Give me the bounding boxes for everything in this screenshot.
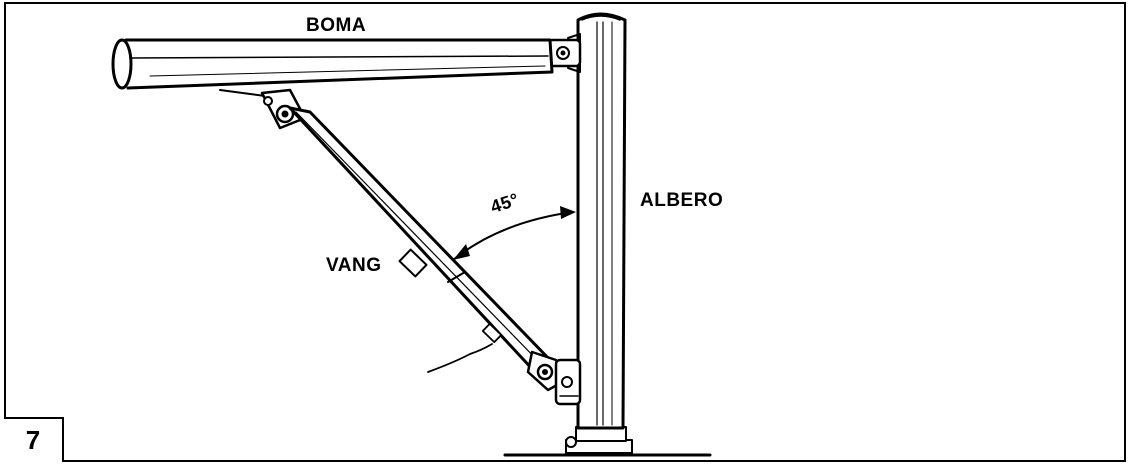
vang-body: [288, 106, 554, 374]
deck-base: [503, 426, 712, 457]
mast: [576, 12, 627, 430]
vang-lower-fitting: [526, 350, 582, 406]
mast-label: ALBERO: [640, 190, 724, 211]
gooseneck: [546, 33, 582, 73]
vang-label: VANG: [326, 255, 382, 276]
vang-upper-fitting: [260, 88, 307, 130]
figure-number: 7: [25, 425, 41, 455]
boom: [111, 38, 554, 97]
boom-label: BOMA: [306, 15, 367, 36]
control-line: [427, 343, 493, 373]
angle-arc: [452, 206, 576, 261]
figure-number-box: 7: [4, 417, 64, 462]
